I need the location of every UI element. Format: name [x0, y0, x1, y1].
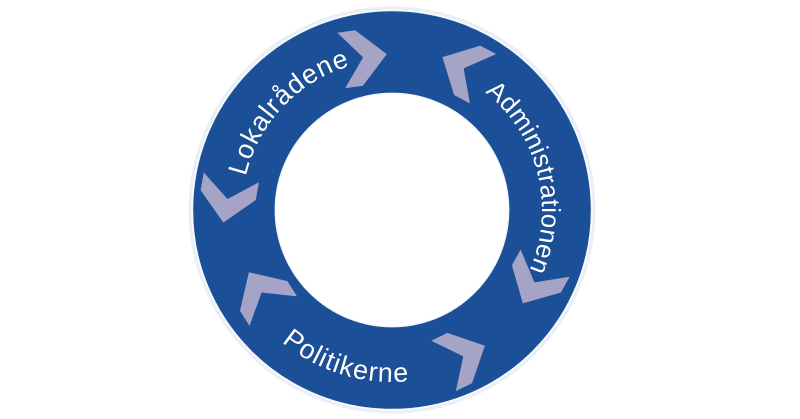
ring-inner-rim	[274, 92, 510, 328]
ring-outer-glow	[188, 6, 596, 414]
ring-outer-rim	[191, 9, 593, 411]
